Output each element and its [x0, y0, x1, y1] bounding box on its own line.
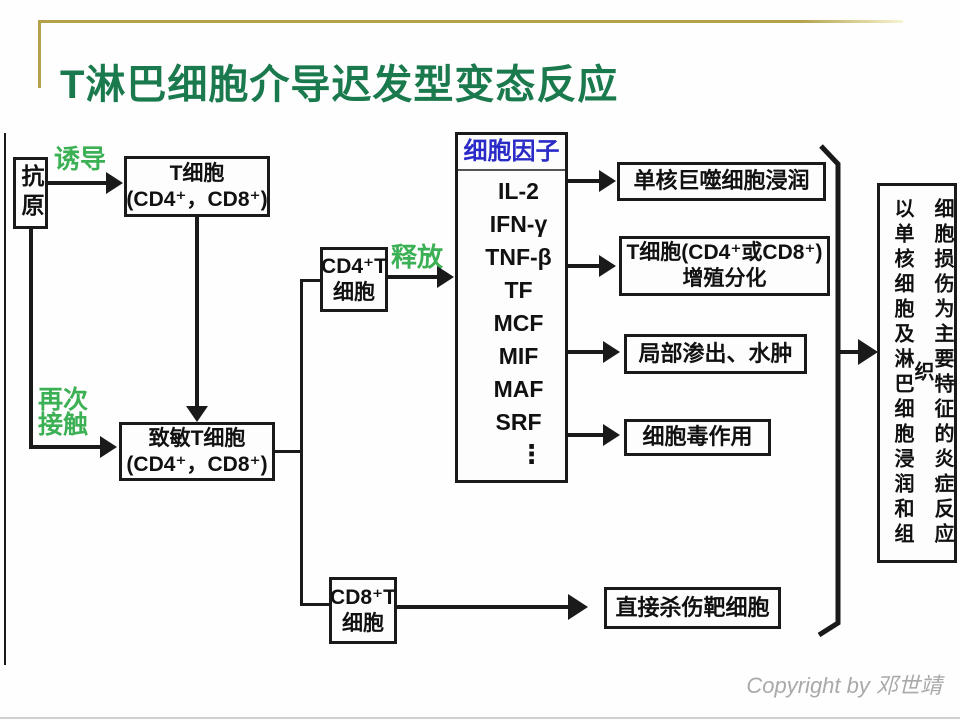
result1-label: 单核巨噬细胞浸润 — [633, 168, 810, 194]
connector-line — [47, 181, 107, 185]
cytokine-item: TNF-β — [485, 244, 552, 271]
arrow-head-down — [186, 406, 208, 422]
cd4-line1: CD4⁺T — [321, 254, 387, 278]
connector-line — [29, 445, 101, 449]
cytokine-item: MAF — [493, 376, 544, 403]
connector-line — [29, 229, 33, 449]
arrow-head-right — [568, 594, 588, 620]
arrow-head-right — [603, 341, 620, 363]
result2-line2: 增殖分化 — [682, 267, 767, 290]
connector-line — [568, 350, 604, 354]
copyright-text: Copyright by 邓世靖 — [746, 673, 942, 698]
cd8-tcell-box: CD8⁺T 细胞 — [329, 577, 397, 644]
bottom-edge-line — [0, 717, 960, 719]
tcell-line1: T细胞 — [169, 161, 225, 185]
cytokine-item: MIF — [498, 343, 539, 370]
recontact-label-line1: 再次 — [38, 386, 89, 414]
induce-label: 诱导 — [54, 144, 107, 174]
connector-line — [300, 279, 322, 282]
sensitized-line2: (CD4⁺，CD8⁺) — [126, 452, 268, 476]
cytokine-item: TF — [504, 277, 533, 304]
connector-line — [300, 603, 331, 606]
summary-box: 以单核细胞及淋巴细胞浸润和组织 细胞损伤为主要特征的炎症反应 — [877, 183, 957, 563]
antigen-label: 抗原 — [18, 164, 44, 222]
connector-line — [838, 350, 860, 354]
connector-line — [275, 450, 303, 453]
result3-label: 局部渗出、水肿 — [638, 340, 793, 366]
connector-line — [388, 275, 438, 279]
sensitized-line1: 致敏T细胞 — [148, 426, 246, 450]
result4-label: 细胞毒作用 — [642, 424, 753, 450]
release-label: 释放 — [391, 242, 444, 272]
cytokine-item: SRF — [495, 409, 542, 436]
arrow-head-right — [437, 266, 454, 288]
cytokine-item: ⋮ — [518, 439, 545, 470]
left-frame-line — [4, 133, 6, 665]
cd4-tcell-box: CD4⁺T 细胞 — [320, 247, 388, 312]
recontact-label-line2: 接触 — [38, 411, 89, 439]
result-box-cytotoxic: 细胞毒作用 — [624, 419, 771, 456]
result-box-kill-target: 直接杀伤靶细胞 — [604, 587, 781, 629]
result2-line1: T细胞(CD4⁺或CD8⁺) — [626, 241, 823, 265]
result-box-edema: 局部渗出、水肿 — [624, 334, 807, 374]
arrow-head-right — [603, 424, 620, 446]
accent-left-line — [38, 20, 41, 88]
cd8-line2: 细胞 — [342, 611, 384, 635]
summary-column-1: 以单核细胞及淋巴细胞浸润和组织 — [891, 198, 933, 548]
arrow-head-right — [106, 172, 123, 194]
arrow-head-right — [858, 339, 878, 365]
cytokine-box-header: 细胞因子 — [458, 135, 565, 172]
connector-line — [568, 179, 600, 183]
connector-line — [397, 605, 569, 609]
summary-column-2: 细胞损伤为主要特征的炎症反应 — [931, 198, 953, 548]
result-box-proliferation: T细胞(CD4⁺或CD8⁺) 增殖分化 — [619, 236, 830, 296]
arrow-head-right — [599, 170, 616, 192]
connector-line — [568, 433, 604, 437]
connector-line — [568, 264, 600, 268]
tcell-box: T细胞 (CD4⁺，CD8⁺) — [124, 156, 270, 217]
page-title: T淋巴细胞介导迟发型变态反应 — [60, 63, 619, 107]
arrow-head-right — [100, 436, 117, 458]
connector-line — [195, 217, 199, 406]
tcell-line2: (CD4⁺，CD8⁺) — [126, 187, 268, 211]
accent-top-line — [38, 20, 903, 23]
connector-line — [300, 279, 303, 606]
cytokine-item: MCF — [493, 310, 544, 337]
arrow-head-right — [599, 255, 616, 277]
sensitized-tcell-box: 致敏T细胞 (CD4⁺，CD8⁺) — [119, 422, 275, 481]
cytokine-item: IL-2 — [498, 178, 539, 205]
result-box-infiltration: 单核巨噬细胞浸润 — [617, 162, 826, 201]
result5-label: 直接杀伤靶细胞 — [615, 594, 770, 620]
cd4-line2: 细胞 — [333, 280, 375, 304]
cd8-line1: CD8⁺T — [330, 585, 396, 609]
antigen-box: 抗原 — [13, 157, 48, 229]
results-bracket — [817, 144, 841, 638]
cytokine-item: IFN-γ — [489, 211, 548, 238]
